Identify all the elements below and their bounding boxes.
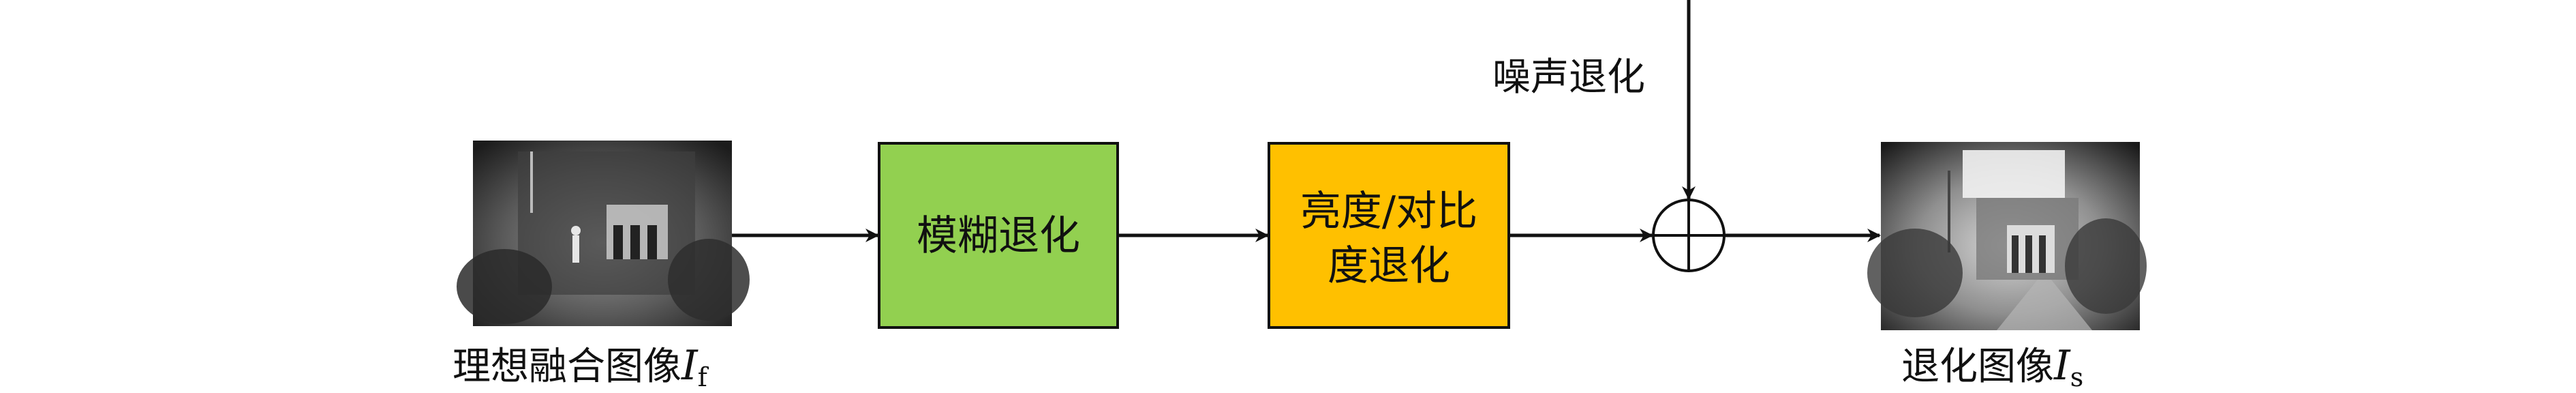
- noise-adder-symbol: [1652, 199, 1726, 272]
- blur-degradation-box: [878, 142, 1119, 329]
- input-symbol: I: [681, 342, 699, 390]
- output-subscript: s: [2070, 362, 2084, 392]
- input-caption: 理想融合图像If: [453, 342, 709, 392]
- brightness-label-line2: 度退化: [1328, 242, 1450, 290]
- output-symbol: I: [2053, 342, 2071, 390]
- noise-degradation-label: 噪声退化: [1492, 55, 1645, 100]
- output-caption: 退化图像Is: [1901, 342, 2083, 392]
- brightness-label-line1: 亮度/对比: [1300, 188, 1477, 235]
- brightness-contrast-degradation-box: [1268, 142, 1510, 329]
- degraded-image: [1867, 142, 2147, 330]
- ideal-fused-image: [457, 141, 750, 326]
- output-caption-text: 退化图像: [1901, 345, 2054, 389]
- input-caption-text: 理想融合图像: [453, 345, 681, 389]
- blur-degradation-label: 模糊退化: [917, 212, 1080, 260]
- input-subscript: f: [698, 362, 709, 392]
